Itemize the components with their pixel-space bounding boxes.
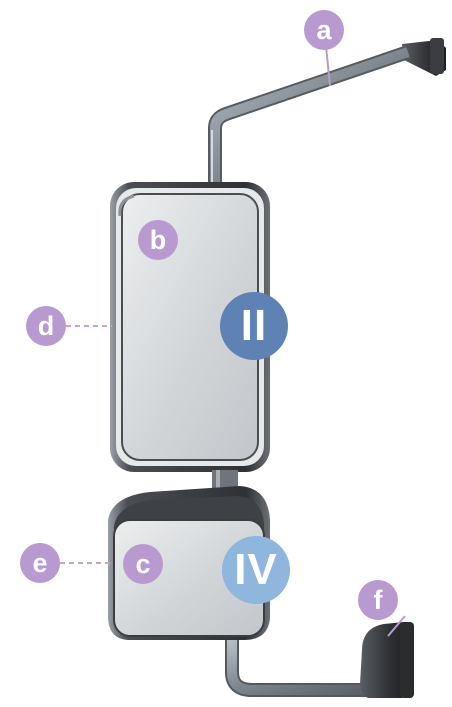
class-iv-badge: IV (222, 536, 290, 604)
callout-d: d (26, 306, 66, 346)
class-ii-badge: II (220, 292, 288, 360)
callout-c: c (123, 544, 163, 584)
lower-arm (232, 640, 372, 690)
callout-f: f (358, 580, 398, 620)
callout-b: b (138, 220, 178, 260)
callout-a: a (304, 10, 344, 50)
callout-e: e (20, 543, 60, 583)
upper-arm (212, 52, 408, 190)
lower-mount-bracket (360, 622, 414, 698)
